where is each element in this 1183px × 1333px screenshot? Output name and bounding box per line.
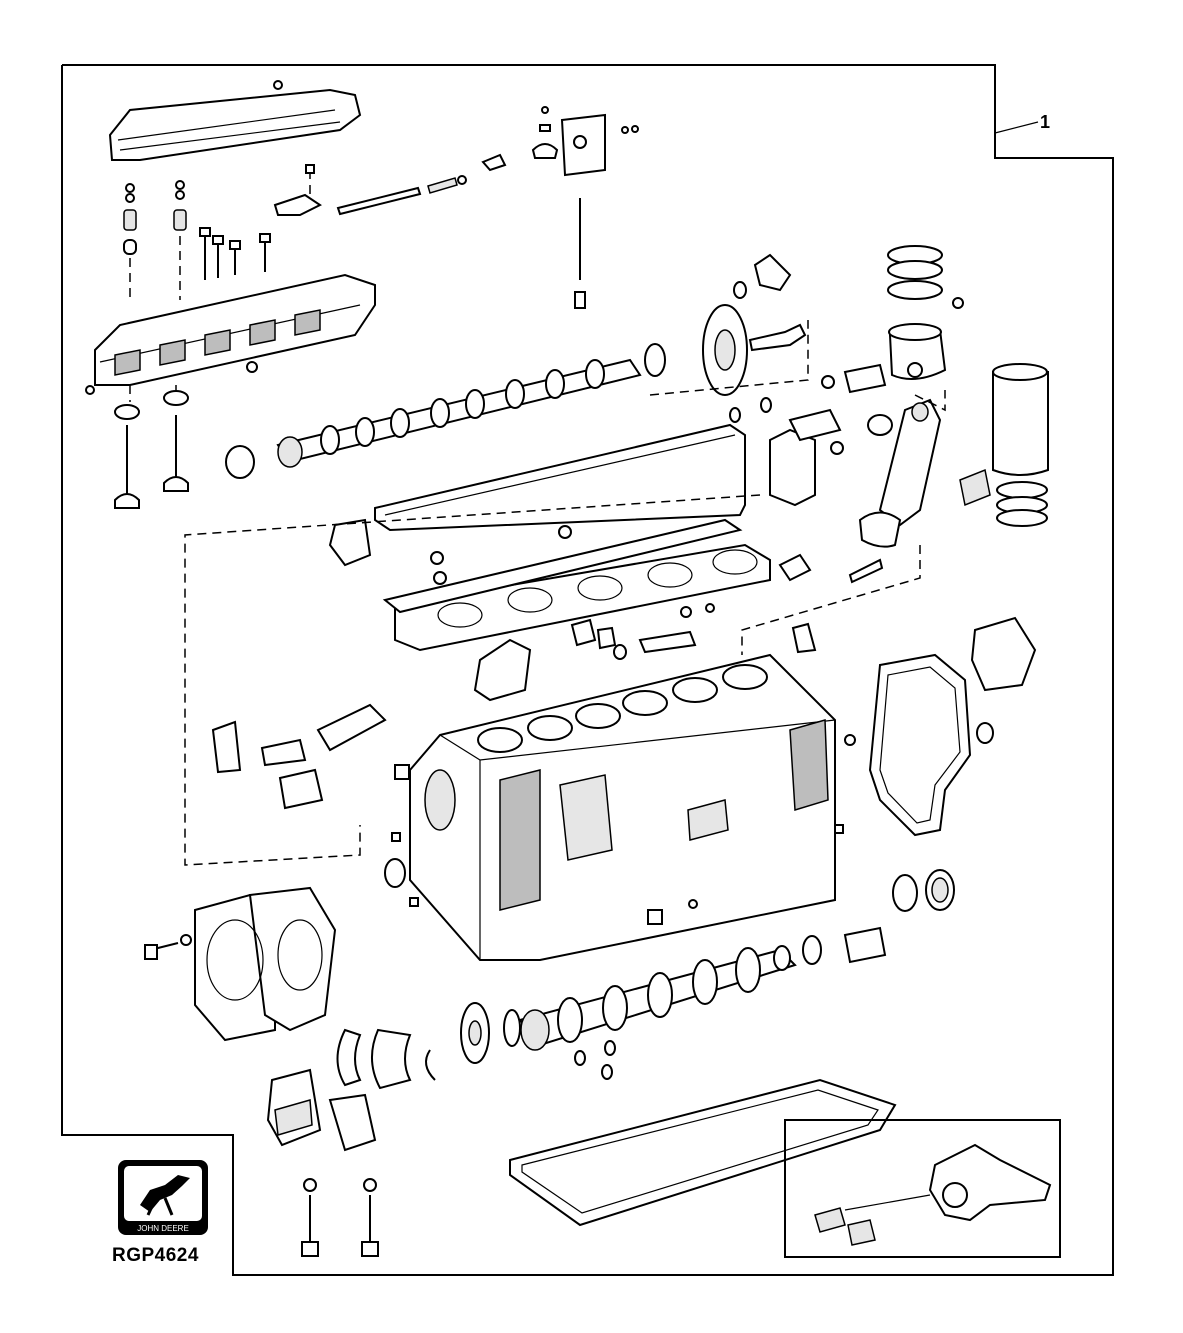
connecting-rod: [848, 398, 942, 584]
flywheel-housing: [194, 886, 337, 1042]
side-gasket: [328, 518, 372, 567]
push-rod: [574, 198, 586, 309]
crank-gear: [460, 1002, 616, 1080]
valve-springs-right: [173, 180, 187, 300]
valves: [114, 385, 189, 509]
thermostat-bracket: [481, 106, 639, 177]
john-deere-logo-icon: JOHN DEERE: [118, 1160, 208, 1235]
oil-pan-gasket: [509, 1078, 897, 1227]
rod-leader: [741, 545, 921, 655]
oil-pump-inset: [784, 1119, 1061, 1258]
rod-bearings: [959, 468, 991, 507]
callout-number: 1: [1040, 112, 1051, 132]
piston-leader: [914, 390, 946, 412]
camshaft: [225, 358, 642, 479]
kit-boundary: [61, 64, 1114, 1276]
valve-springs-left: [123, 183, 137, 300]
intake-gasket: [382, 518, 743, 614]
rocker-shaft: [336, 175, 467, 216]
valve-cover: [108, 80, 362, 161]
piston: [888, 297, 964, 380]
rocker-arm: [273, 164, 322, 216]
head-bolts: [199, 227, 271, 280]
crankshaft: [518, 945, 797, 1051]
callout-leader: [994, 121, 1039, 134]
housing-bolt: [144, 934, 192, 960]
main-bearing-caps: [266, 1068, 377, 1152]
block-leader: [184, 494, 761, 866]
front-gaskets: [729, 397, 844, 582]
main-bearing-bolts: [301, 1178, 379, 1257]
piston-pin: [821, 363, 893, 436]
housing-gaskets: [211, 603, 817, 810]
camshaft-gear: [644, 304, 807, 396]
pump-gaskets: [733, 253, 792, 299]
logo-text: JOHN DEERE: [137, 1224, 189, 1233]
cylinder-liner: [992, 363, 1049, 527]
figure-id: RGP4624: [112, 1245, 199, 1266]
cylinder-block: [384, 653, 856, 961]
thrust-washers: [336, 1028, 436, 1090]
front-cover-gasket: [868, 616, 1037, 837]
head-gasket: [394, 543, 771, 652]
rear-seal: [802, 869, 955, 965]
cylinder-head: [85, 273, 376, 395]
camshaft-leader: [649, 320, 809, 396]
piston-rings: [887, 245, 943, 300]
rocker-cover-gasket: [374, 423, 746, 532]
